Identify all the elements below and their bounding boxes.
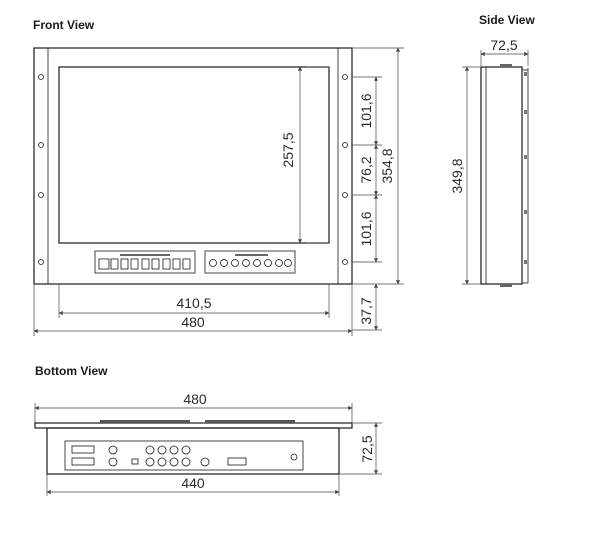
control-panel-left bbox=[94, 250, 196, 274]
dim-overall-height: 354,8 bbox=[379, 148, 395, 183]
mounting-holes bbox=[38, 74, 348, 265]
dim-screen-width: 410,5 bbox=[176, 295, 211, 311]
bottom-view: 480 bbox=[34, 391, 382, 496]
front-view-title: Front View bbox=[33, 18, 95, 32]
side-view: 72,5 349,8 bbox=[449, 37, 529, 287]
front-view: 257,5 101,6 76,2 101,6 354,8 37,7 410,5 … bbox=[33, 47, 404, 336]
dim-overall-width: 480 bbox=[181, 314, 205, 330]
bottom-connectors bbox=[71, 445, 298, 467]
bottom-rack-ear bbox=[34, 422, 353, 429]
screen-area bbox=[58, 66, 330, 244]
bottom-connector-plate bbox=[64, 440, 304, 471]
dim-bottom-depth: 72,5 bbox=[359, 435, 375, 462]
bottom-view-title: Bottom View bbox=[35, 364, 108, 378]
dim-bottom-body-width: 440 bbox=[181, 475, 205, 491]
side-view-title: Side View bbox=[479, 13, 535, 27]
dim-screen-height: 257,5 bbox=[280, 132, 296, 167]
side-body bbox=[480, 66, 523, 285]
dim-side-depth: 72,5 bbox=[490, 37, 517, 53]
dim-middle-hole-spacing: 76,2 bbox=[358, 156, 374, 183]
dim-bottom-margin: 37,7 bbox=[358, 297, 374, 324]
control-knobs-right bbox=[209, 254, 292, 267]
dim-lower-hole-spacing: 101,6 bbox=[358, 211, 374, 246]
dim-upper-hole-spacing: 101,6 bbox=[358, 93, 374, 128]
bottom-top-tabs bbox=[100, 420, 295, 423]
bottom-body bbox=[46, 427, 340, 475]
side-front-bezel bbox=[480, 66, 487, 285]
dim-side-height: 349,8 bbox=[449, 158, 465, 193]
front-panel-outline bbox=[33, 47, 353, 285]
dim-bottom-overall-width: 480 bbox=[183, 391, 207, 407]
control-panel-right bbox=[204, 250, 296, 274]
control-buttons-left bbox=[98, 254, 191, 270]
